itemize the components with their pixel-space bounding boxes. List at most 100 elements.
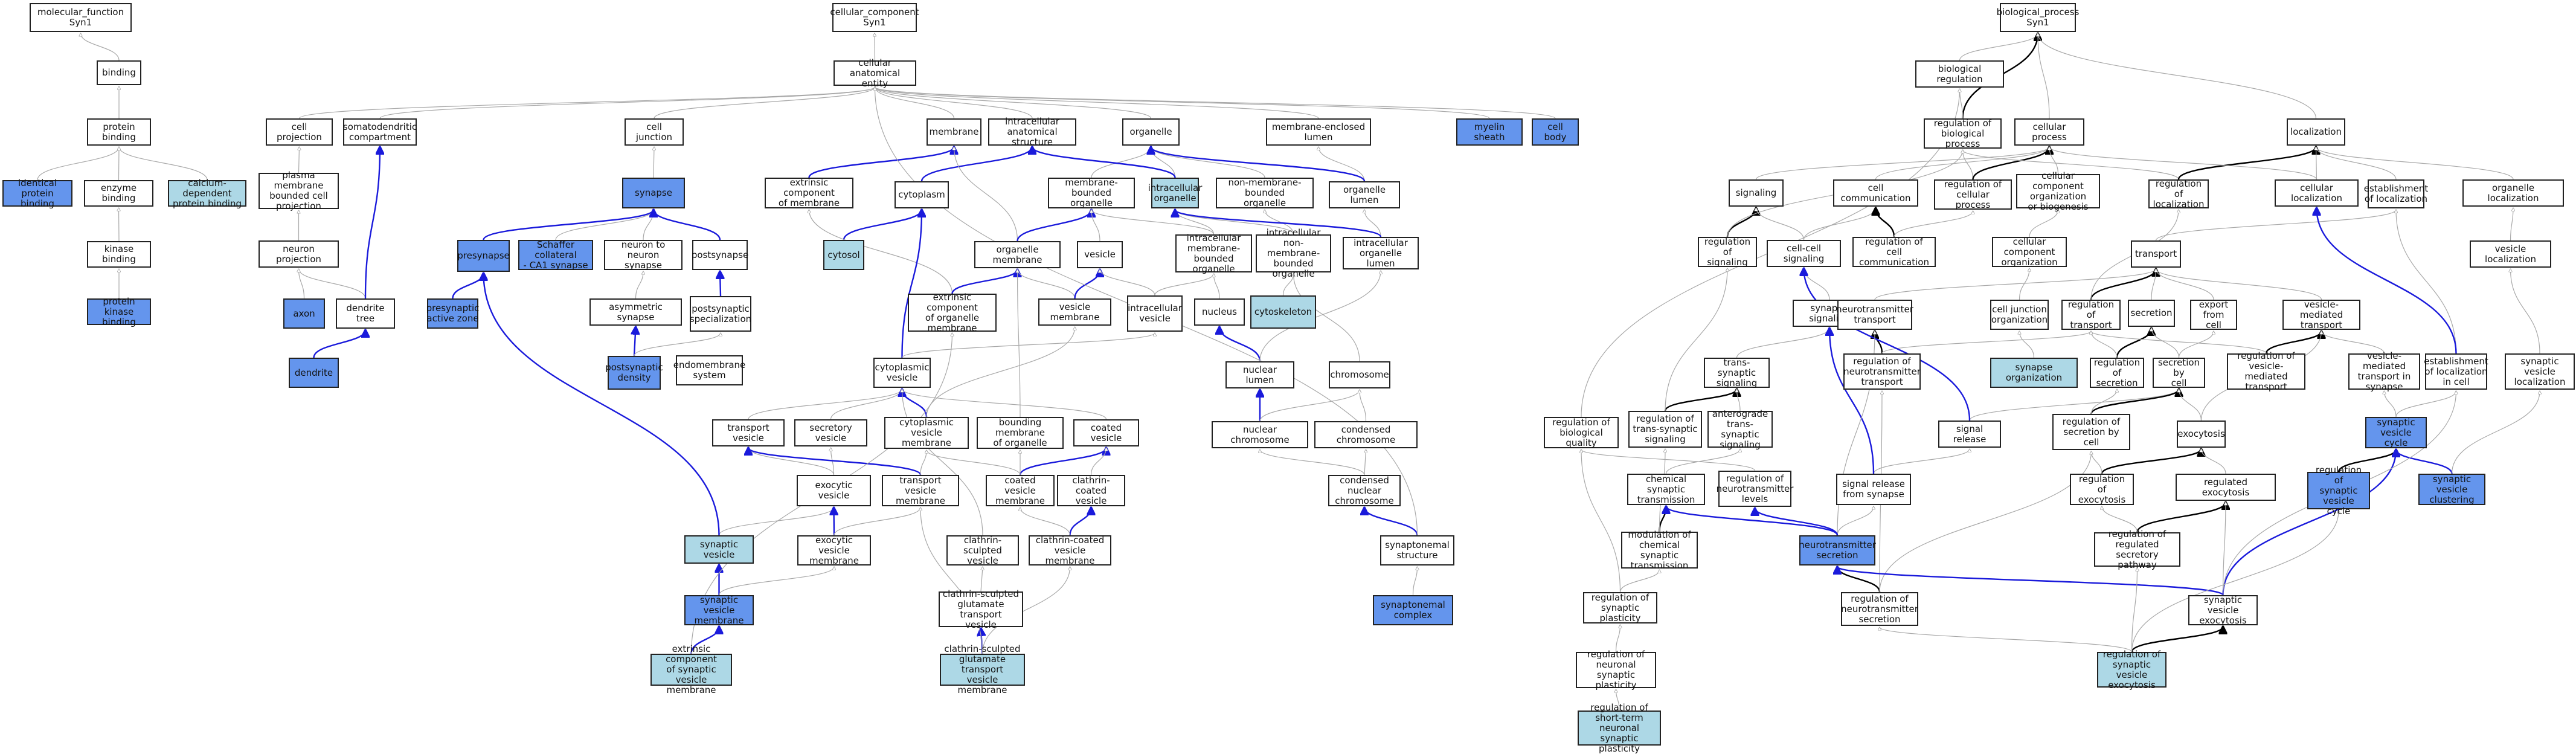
node-cellular-component-organization: cellular component organization [1992,236,2067,267]
edge-is-a [875,87,1556,119]
node-synaptic-vesicle-membrane: synaptic vesicle membrane [684,594,754,625]
edge-is-a [834,507,920,536]
edge-is-a [1294,274,1360,362]
node-condensed-nuclear-chromosome: condensed nuclear chromosome [1328,475,1401,506]
edge-is-a [1581,450,1621,593]
edge-is-a [119,147,120,181]
edge-is-a [1214,274,1220,299]
edge-part-of [920,147,1032,182]
edge-is-a [1091,147,1151,178]
node-synaptonemal-structure: synaptonemal structure [1380,535,1454,566]
edge-regulates [1837,567,1881,593]
node-postsynaptic-specialization: postsynaptic specialization [690,296,751,332]
edge-is-a [2395,391,2456,417]
node-intracellular-vesicle: intracellular vesicle [1127,295,1183,332]
edge-is-a [2222,502,2226,596]
node-clathrin-sculpted-glutamate-transport-vesicle: clathrin-sculpted glutamate transport ve… [939,588,1023,630]
edge-is-a [875,87,1033,119]
edge-is-a [2322,331,2385,354]
edge-is-a [299,269,366,299]
edge-is-a [2091,331,2267,354]
edge-is-a [2178,331,2214,358]
edge-is-a [1969,389,2179,421]
edge-is-a [2179,389,2202,421]
edge-is-a [1260,450,1365,475]
edge-is-a [2131,511,2339,652]
node-regulation-of-neurotransmitter-secretion: regulation of neurotransmitter secretion [1841,592,1918,626]
node-regulation-of-regulated-secretory-pathway: regulation of regulated secretory pathwa… [2094,529,2180,570]
node-membrane-enclosed-lumen: membrane-enclosed lumen [1266,118,1371,146]
edge-regulates [1972,147,2050,180]
edge-regulates [2101,449,2202,474]
node-synaptic-vesicle-cycle: synaptic vesicle cycle [2365,417,2427,448]
node-regulation-of-signaling: regulation of signaling [1698,236,1757,267]
node-coated-vesicle: coated vesicle [1073,419,1139,446]
edge-is-a [81,33,120,61]
node-regulation-of-vesicle-mediated-transport: regulation of vesicle-mediated transport [2227,351,2305,392]
edge-is-a [1880,627,2133,652]
edge-is-a [1874,269,2156,300]
node-signaling: signaling [1729,179,1784,207]
edge-is-a [1090,448,1107,475]
edge-is-a [980,567,983,592]
node-cytosol: cytosol [823,240,864,270]
node-intracellular-organelle: intracellular organelle [1148,178,1202,208]
node-vesicle-membrane: vesicle membrane [1038,298,1111,326]
node-protein-binding: protein binding [87,118,151,146]
node-calcium-dependent-protein-binding: calcium-dependent protein binding [168,178,246,208]
node-presynapse: presynapse [457,240,510,272]
node-transport: transport [2131,240,2181,268]
node-chromosome: chromosome [1329,361,1390,388]
node-neuron-to-neuron-synapse: neuron to neuron synapse [604,239,683,270]
edge-is-a [1756,208,1805,240]
edge-is-a [1875,147,2050,180]
edge-is-a [1755,147,2050,180]
node-bp-root: biological_process Syn1 [1997,3,2079,32]
edge-part-of [1837,567,2224,596]
node-anterograde-trans-synaptic-signaling: anterograde trans-synaptic signaling [1707,408,1773,450]
node-exocytic-vesicle: exocytic vesicle [797,475,871,506]
edge-part-of [2222,450,2397,596]
edge-is-a [1265,210,1294,235]
edge-is-a [1873,449,1970,474]
edge-part-of [1151,147,1366,182]
node-membrane-bounded-organelle: membrane-bounded organelle [1048,178,1135,208]
edge-is-a [1615,625,1620,652]
edge-part-of [1069,507,1091,536]
node-regulated-exocytosis: regulated exocytosis [2176,474,2276,501]
node-identical-protein-binding: identical protein binding [2,178,72,208]
node-cellular-anatomical-entity: cellular anatomical entity [834,57,916,88]
edge-is-a [981,567,1070,654]
edge-is-a [1893,211,1973,237]
edge-is-a [2102,506,2138,533]
node-cell-junction-organization: cell junction organization [1990,300,2049,330]
edge-is-a [1412,567,1418,596]
node-organelle: organelle [1122,118,1180,146]
edge-is-a [920,450,927,475]
node-regulation-of-biological-quality: regulation of biological quality [1544,417,1619,448]
edge-is-a [1881,331,2091,354]
node-cell-communication: cell communication [1833,179,1918,207]
node-myelin-sheath: myelin sheath [1456,118,1523,146]
edge-is-a [1259,390,1360,422]
node-signal-release: signal release [1938,420,2001,448]
node-non-membrane-bounded-organelle: non-membrane-bounded organelle [1216,178,1314,208]
edge-is-a [2038,33,2317,119]
edge-is-a [1963,150,1974,180]
node-cell-body: cell body [1532,118,1579,146]
node-chemical-synaptic-transmission: chemical synaptic transmission [1627,474,1705,505]
edge-part-of [313,330,366,358]
node-regulation-of-transport: regulation of transport [2061,299,2121,330]
edge-part-of [1829,328,1875,474]
node-postsynapse: postsynapse [692,240,748,270]
node-vesicle-mediated-transport-in-synapse: vesicle-mediated transport in synapse [2348,351,2420,392]
edge-is-a [1837,506,1874,536]
edge-part-of [483,210,654,240]
edge-is-a [2049,147,2317,180]
node-regulation-of-neurotransmitter-levels: regulation of neurotransmitter levels [1717,471,1793,507]
edge-is-a [1737,389,1741,411]
node-presynaptic-active-zone: presynaptic active zone [426,298,479,329]
edge-part-of [1364,507,1418,536]
edge-is-a [2131,568,2138,652]
node-regulation-of-short-term-neuronal-synaptic-plasticity: regulation of short-term neuronal synapt… [1578,702,1661,753]
